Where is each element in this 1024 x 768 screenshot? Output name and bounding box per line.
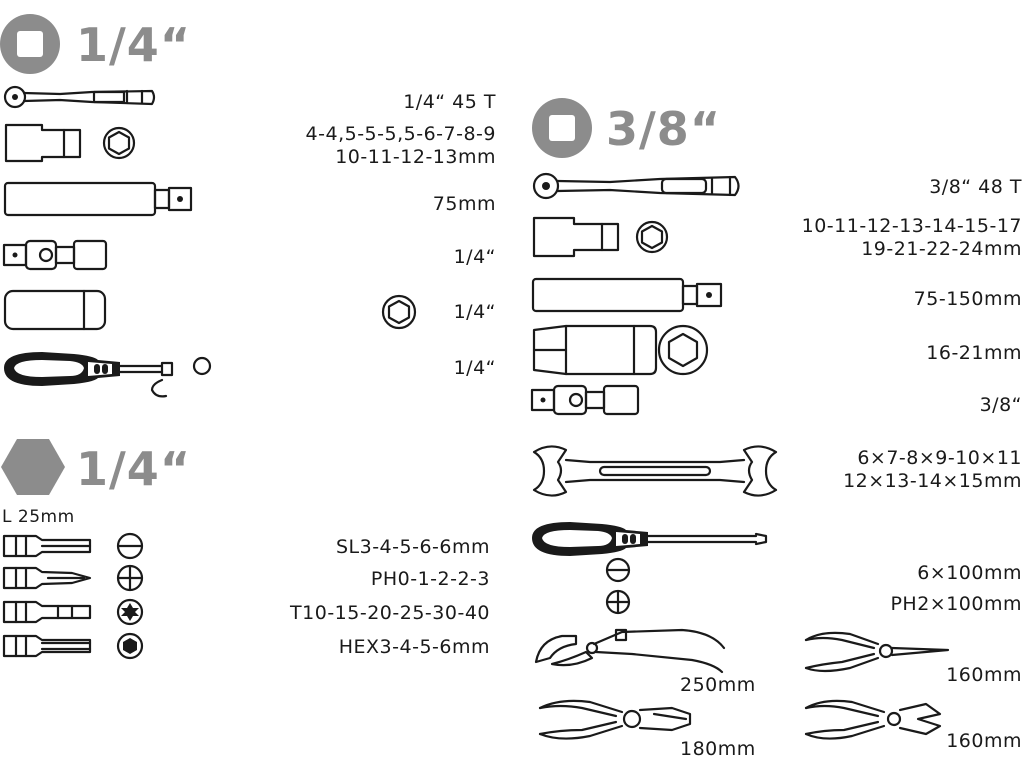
combination-pliers-icon (538, 699, 692, 740)
ujoint-quarter-size: 1/4“ (453, 246, 496, 268)
section-title-quarter-square: 1/4“ (76, 18, 192, 72)
water-pump-pliers-icon (534, 628, 726, 674)
section-title-quarter-hex: 1/4“ (76, 442, 192, 496)
extension-three-eighths-size: 75-150mm (913, 288, 1022, 310)
screwdriver-icon (532, 522, 768, 556)
combination-pliers-size: 180mm (680, 738, 756, 760)
open-end-wrench-icon (532, 445, 778, 497)
extension-quarter-size: 75mm (432, 193, 496, 215)
hex-bit-icon (2, 632, 144, 660)
torx-bit-icon (2, 598, 144, 626)
ratchet-quarter-size: 1/4“ 45 T (403, 91, 496, 113)
square-drive-icon (0, 14, 60, 74)
hex-insert-icon (381, 294, 417, 330)
deep-socket-icon (3, 289, 107, 331)
phillips-bit-sizes: PH0-1-2-2-3 (370, 568, 490, 590)
sockets-three-eighths-sizes-line1: 10-11-12-13-14-15-17 (801, 215, 1022, 237)
ratchet-three-eighths-size: 3/8“ 48 T (929, 176, 1022, 198)
spark-plug-socket-icon (532, 324, 709, 376)
hex-bit-sizes: HEX3-4-5-6mm (338, 636, 490, 658)
screwdriver-slot-size: 6×100mm (917, 562, 1022, 584)
square-drive-icon (532, 98, 592, 158)
sockets-quarter-sizes-line2: 10-11-12-13mm (335, 146, 496, 168)
phillips-bit-icon (2, 564, 144, 592)
wrench-sizes-line2: 12×13-14×15mm (843, 470, 1022, 492)
bit-screwdriver-icon (4, 352, 212, 398)
water-pump-pliers-size: 250mm (680, 674, 756, 696)
universal-joint-icon (2, 239, 108, 271)
bit-length-label: L 25mm (2, 507, 75, 527)
long-nose-pliers-icon (804, 631, 950, 673)
extension-bar-icon (531, 277, 723, 313)
long-nose-pliers-size: 160mm (946, 664, 1022, 686)
spark-socket-sizes: 16-21mm (926, 342, 1022, 364)
phillips-tip-icon (605, 589, 631, 615)
wrench-sizes-line1: 6×7-8×9-10×11 (857, 447, 1022, 469)
socket-icon (532, 216, 669, 258)
sockets-three-eighths-sizes-line2: 19-21-22-24mm (861, 238, 1022, 260)
section-title-three-eighths: 3/8“ (606, 102, 722, 156)
side-cutters-icon (804, 699, 942, 740)
slotted-bit-sizes: SL3-4-5-6-6mm (335, 536, 490, 558)
deep-socket-quarter-size: 1/4“ (453, 301, 496, 323)
sockets-quarter-sizes-line1: 4-4,5-5-5,5-6-7-8-9 (305, 123, 496, 145)
slotted-tip-icon (605, 557, 631, 583)
socket-icon (4, 123, 136, 163)
ratchet-icon (532, 172, 740, 200)
hex-drive-icon (1, 439, 65, 495)
ratchet-icon (3, 85, 156, 109)
bit-driver-quarter-size: 1/4“ (453, 357, 496, 379)
side-cutters-size: 160mm (946, 730, 1022, 752)
slotted-bit-icon (2, 532, 144, 560)
universal-joint-icon (530, 384, 640, 416)
screwdriver-phillips-size: PH2×100mm (890, 593, 1022, 615)
torx-bit-sizes: T10-15-20-25-30-40 (290, 602, 490, 624)
ujoint-three-eighths-size: 3/8“ (979, 394, 1022, 416)
extension-bar-icon (3, 181, 193, 217)
